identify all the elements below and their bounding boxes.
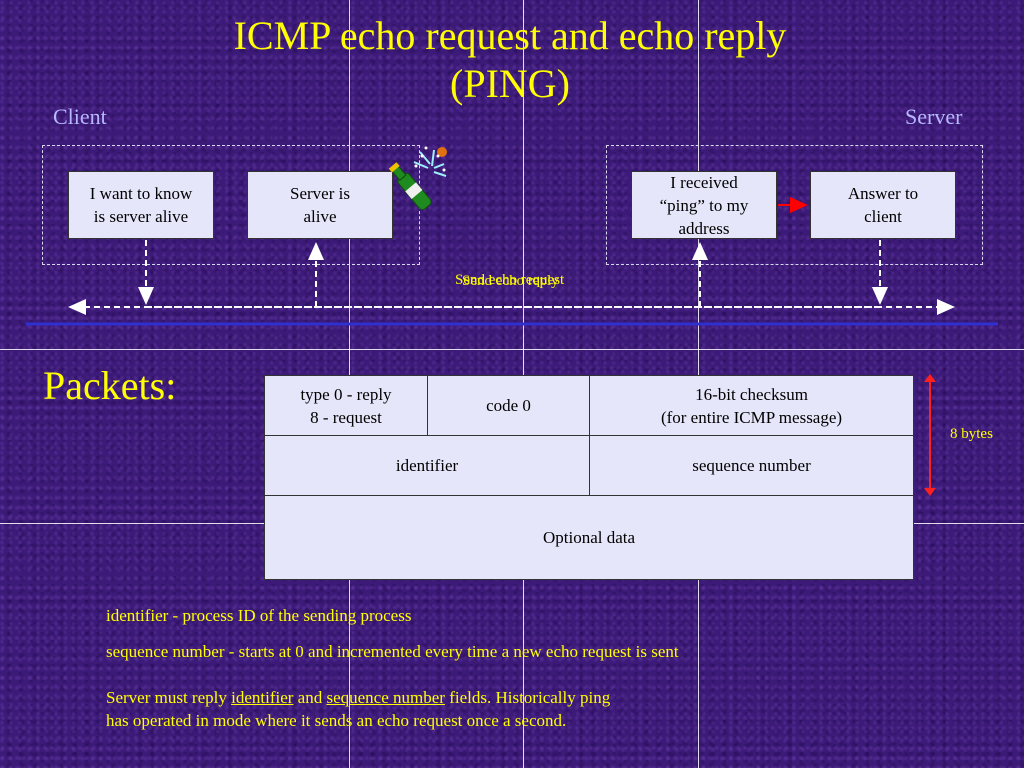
note-reply-part1: Server must reply xyxy=(106,688,232,707)
packet-identifier-field: identifier xyxy=(264,435,590,496)
packet-sequence-field: sequence number xyxy=(589,435,914,496)
message-reply-label: Send echo reply xyxy=(462,273,559,289)
client-box-ask-text: I want to know is server alive xyxy=(89,184,193,226)
server-box-received-text: I received “ping” to my address xyxy=(659,172,749,238)
message-arrows xyxy=(26,197,998,326)
note-reply-part2: fields. Historically ping xyxy=(444,688,611,707)
note-reply-and: and xyxy=(293,688,327,707)
packet-code-field: code 0 xyxy=(427,375,590,436)
packet-type-field: type 0 - reply 8 - request xyxy=(264,375,428,436)
packet-optional-field: Optional data xyxy=(264,495,914,580)
message-request-label: Send echo request xyxy=(455,272,565,288)
note-reply: Server must reply identifier and sequenc… xyxy=(106,686,806,732)
header-size-label: 8 bytes xyxy=(950,426,993,442)
packet-code-text: code 0 xyxy=(486,396,531,415)
note-reply-line2: has operated in mode where it sends an e… xyxy=(106,711,567,730)
client-label: Client xyxy=(53,104,107,129)
note-reply-sequence: sequence number xyxy=(326,688,445,707)
packet-sequence-text: sequence number xyxy=(692,456,811,475)
note-sequence: sequence number - starts at 0 and increm… xyxy=(106,642,679,661)
packet-checksum-text: 16-bit checksum (for entire ICMP message… xyxy=(660,384,843,427)
packets-title: Packets: xyxy=(43,363,177,408)
server-label: Server xyxy=(905,104,963,129)
champagne-bottle-icon xyxy=(388,146,447,211)
slide-title: ICMP echo request and echo reply (PING) xyxy=(233,13,787,106)
client-box-alive: Server is alive xyxy=(247,171,393,239)
grid-line-horizontal xyxy=(0,349,1024,350)
note-reply-identifier: identifier xyxy=(231,688,294,707)
packet-checksum-field: 16-bit checksum (for entire ICMP message… xyxy=(589,375,914,436)
server-box-answer: Answer to client xyxy=(810,171,956,239)
server-box-answer-text: Answer to client xyxy=(847,184,919,226)
packet-type-text: type 0 - reply 8 - request xyxy=(300,384,392,427)
server-group xyxy=(606,145,983,265)
server-box-received: I received “ping” to my address xyxy=(631,171,777,239)
client-box-alive-text: Server is alive xyxy=(290,184,350,226)
client-box-ask: I want to know is server alive xyxy=(68,171,214,239)
note-identifier: identifier - process ID of the sending p… xyxy=(106,606,412,625)
header-size-arrow xyxy=(924,374,936,496)
packet-optional-text: Optional data xyxy=(542,528,636,547)
packet-identifier-text: identifier xyxy=(395,456,459,475)
